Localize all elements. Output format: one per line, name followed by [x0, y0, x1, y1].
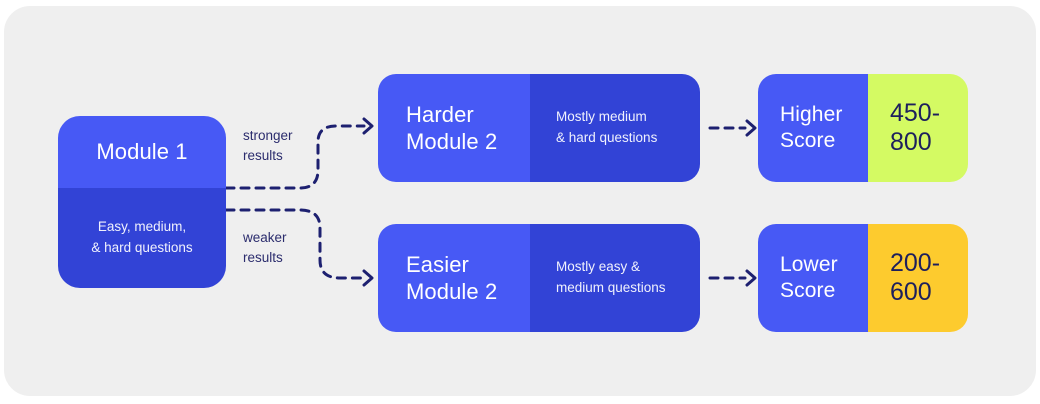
node-higher-score[interactable]: Higher Score 450- 800: [758, 74, 968, 182]
lower-score-value: 200- 600: [890, 248, 941, 307]
connector-label-weaker-results: weaker results: [243, 230, 287, 266]
harder-module-2-detail-pane: Mostly medium & hard questions: [530, 74, 700, 182]
module-1-title: Module 1: [96, 139, 188, 165]
easier-module-2-title: Easier Module 2: [406, 251, 498, 305]
harder-module-2-title: Harder Module 2: [406, 101, 498, 155]
arrowhead-higher-icon: [745, 119, 757, 137]
higher-score-title: Higher Score: [780, 102, 843, 152]
higher-score-value: 450- 800: [890, 98, 941, 157]
module-1-detail-pane: Easy, medium, & hard questions: [58, 188, 226, 288]
module-1-subtitle: Easy, medium, & hard questions: [91, 219, 193, 255]
harder-module-2-subtitle: Mostly medium & hard questions: [556, 109, 658, 145]
lower-score-value-pane: 200- 600: [868, 224, 968, 332]
easier-module-2-title-pane: Easier Module 2: [378, 224, 530, 332]
harder-module-2-title-pane: Harder Module 2: [378, 74, 530, 182]
node-harder-module-2[interactable]: Harder Module 2 Mostly medium & hard que…: [378, 74, 700, 182]
higher-score-title-pane: Higher Score: [758, 74, 868, 182]
arrowhead-lower-icon: [745, 269, 757, 287]
node-easier-module-2[interactable]: Easier Module 2 Mostly easy & medium que…: [378, 224, 700, 332]
easier-module-2-detail-pane: Mostly easy & medium questions: [530, 224, 700, 332]
connector-label-stronger-results: stronger results: [243, 128, 293, 164]
arrowhead-stronger-icon: [362, 117, 374, 135]
higher-score-value-pane: 450- 800: [868, 74, 968, 182]
node-lower-score[interactable]: Lower Score 200- 600: [758, 224, 968, 332]
lower-score-title-pane: Lower Score: [758, 224, 868, 332]
module-1-title-pane: Module 1: [58, 116, 226, 188]
node-module-1[interactable]: Module 1 Easy, medium, & hard questions: [58, 116, 226, 288]
easier-module-2-subtitle: Mostly easy & medium questions: [556, 259, 666, 295]
arrowhead-weaker-icon: [362, 269, 374, 287]
lower-score-title: Lower Score: [780, 252, 838, 302]
